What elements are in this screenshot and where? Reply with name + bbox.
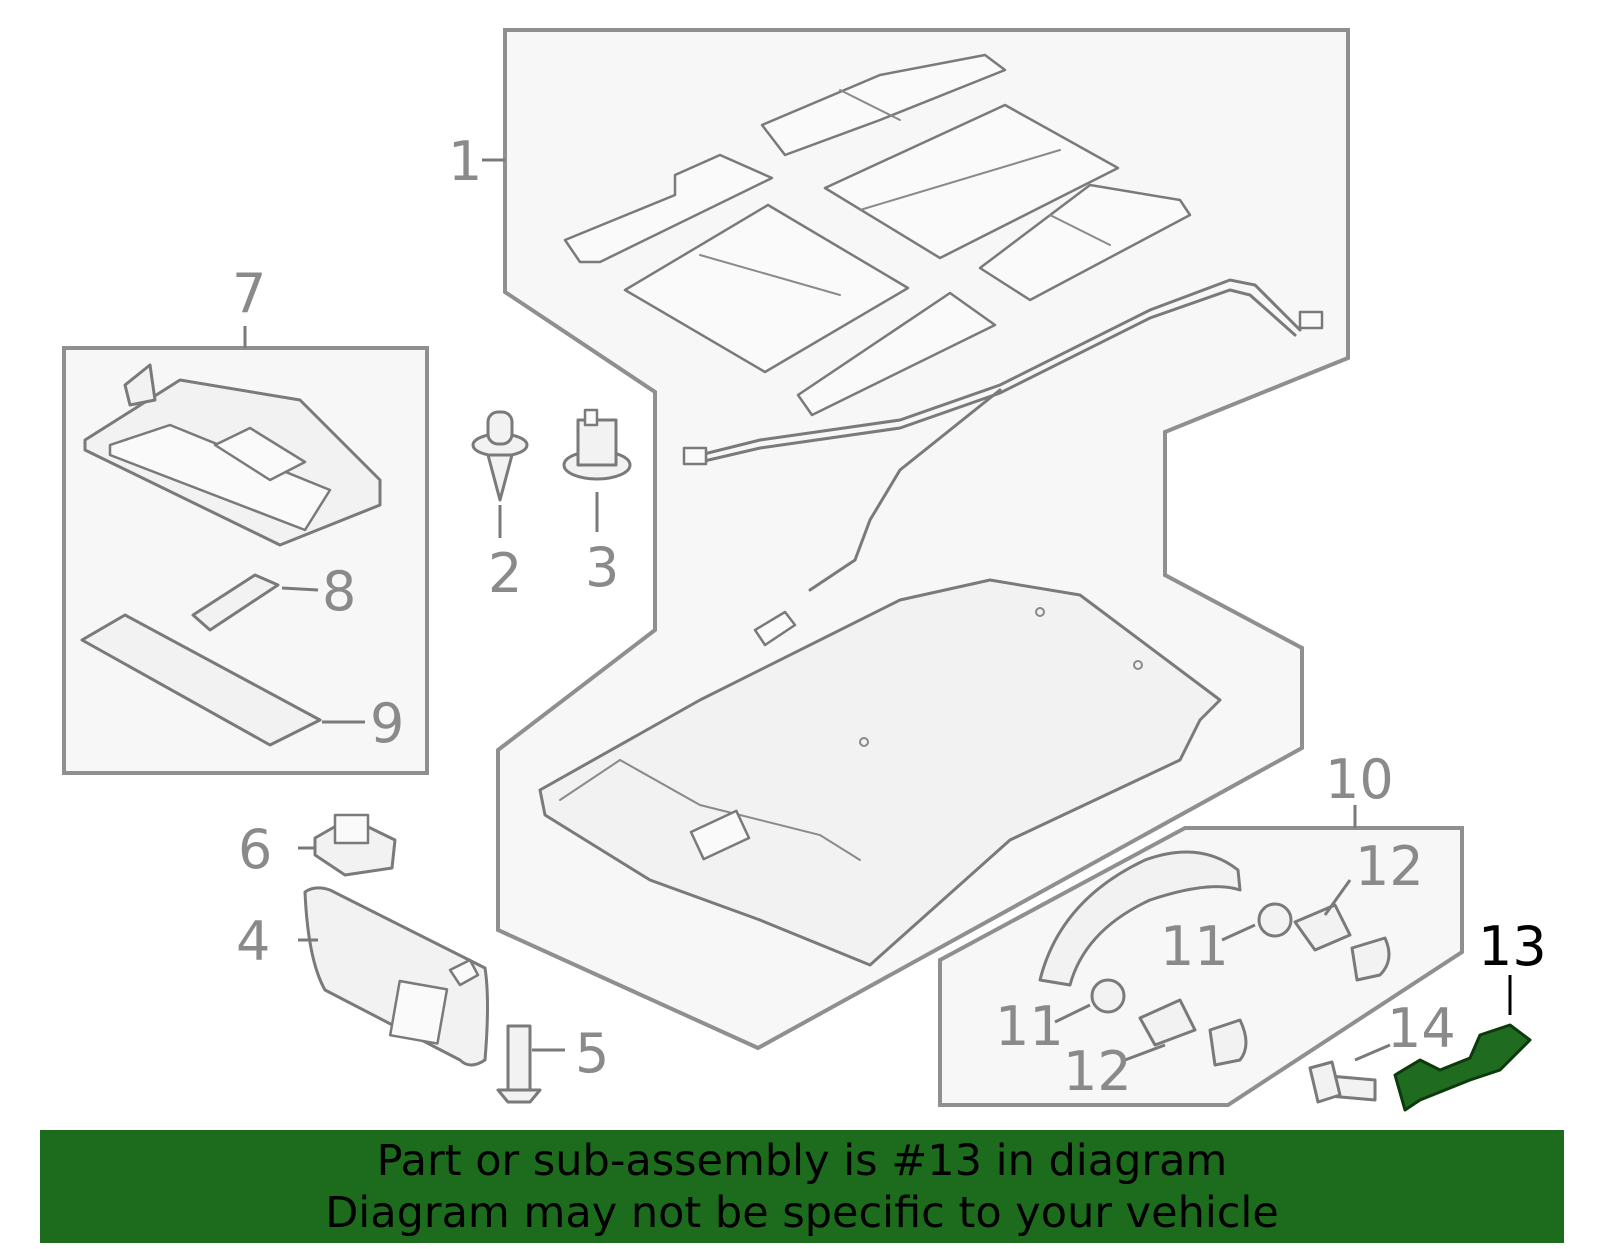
info-banner: Part or sub-assembly is #13 in diagram D… <box>40 1130 1564 1243</box>
part-7-console <box>83 363 382 547</box>
part-10-grab-handle <box>1038 850 1391 1067</box>
callout-1: 1 <box>448 130 482 193</box>
callout-13: 13 <box>1478 915 1547 978</box>
part-14-bolt <box>1308 1060 1377 1104</box>
banner-line-2: Diagram may not be specific to your vehi… <box>325 1187 1279 1238</box>
part-4-visor <box>303 886 489 1067</box>
callout-11-upper: 11 <box>1160 915 1229 978</box>
leader-lines <box>243 158 1512 1062</box>
part-6-clip <box>313 813 397 877</box>
wiring-harness <box>682 278 1324 647</box>
callout-3: 3 <box>585 536 619 599</box>
callout-5: 5 <box>575 1022 609 1085</box>
part-9-cover <box>80 613 322 747</box>
callout-12-upper: 12 <box>1355 835 1424 898</box>
region-10-outline <box>938 826 1464 1107</box>
callout-6: 6 <box>238 818 272 881</box>
callout-14: 14 <box>1387 997 1456 1060</box>
part-8-lens <box>191 573 280 632</box>
part-3-retainer <box>562 408 632 481</box>
part-5-screw <box>496 1024 542 1104</box>
callout-7: 7 <box>232 262 266 325</box>
callout-2: 2 <box>488 542 522 605</box>
callout-4: 4 <box>236 910 270 973</box>
headliner-pads <box>563 53 1192 417</box>
callout-12-lower: 12 <box>1063 1040 1132 1103</box>
callout-8: 8 <box>322 560 356 623</box>
callout-10: 10 <box>1325 748 1394 811</box>
callout-11-lower: 11 <box>995 995 1064 1058</box>
callout-labels: 1 2 3 4 5 6 7 8 9 10 11 11 12 12 13 14 <box>232 130 1547 1103</box>
part-2-clip <box>471 410 529 502</box>
part-13-bracket <box>1393 1023 1532 1112</box>
callout-9: 9 <box>370 692 404 755</box>
headliner-panel <box>538 578 1222 967</box>
banner-line-1: Part or sub-assembly is #13 in diagram <box>376 1135 1228 1186</box>
